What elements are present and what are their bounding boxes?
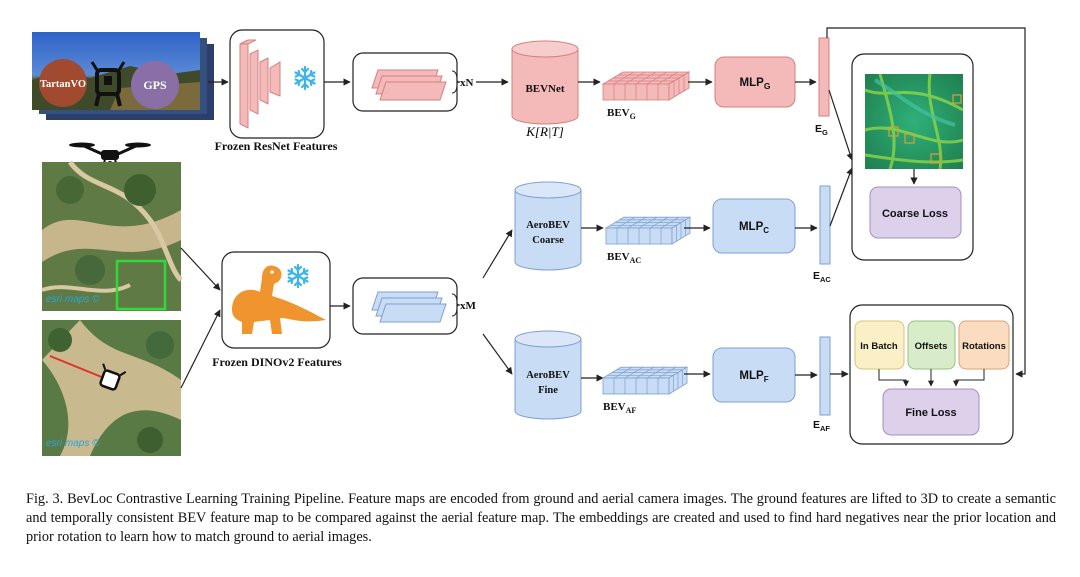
mlp-c-label: MLPC (739, 221, 769, 235)
bev-ac-label: BEVAC (607, 251, 641, 265)
bev-ac-grid (604, 216, 692, 245)
resnet-layers-icon (239, 39, 281, 129)
rotations-label: Rotations (962, 341, 1006, 352)
repeat-m-label: xM (460, 300, 477, 312)
e-af-label: EAF (813, 419, 830, 433)
figure-caption: Fig. 3. BevLoc Contrastive Learning Trai… (26, 491, 1056, 545)
fine-loss-box (882, 388, 980, 436)
tartanvo-badge (39, 59, 87, 107)
gps-label: GPS (143, 78, 167, 92)
coarse-loss-label: Coarse Loss (882, 208, 948, 220)
robot-icon (90, 61, 126, 107)
dinosaur-icon (232, 265, 326, 334)
tartanvo-label: TartanVO (40, 79, 86, 90)
aerobev-coarse-label-1: AeroBEV (526, 220, 570, 231)
e-ac-vector (819, 185, 831, 265)
coarse-loss-box (869, 186, 962, 239)
aerial-map-image (41, 160, 183, 311)
in-batch-label: In Batch (860, 341, 898, 352)
bev-g-grid (601, 71, 691, 101)
ground-feature-maps (371, 69, 447, 101)
e-g-label: EG (815, 123, 828, 137)
robot-heading-icon (99, 363, 127, 391)
heatmap-image (864, 73, 964, 170)
e-ac-label: EAC (813, 270, 831, 284)
pipeline-diagram: TartanVO GPS Frozen ResNet Features xN B… (32, 27, 1026, 456)
offsets-label: Offsets (915, 341, 948, 352)
bevnet-cylinder (511, 40, 579, 125)
map-watermark-2: esri maps © (46, 438, 100, 449)
aerobev-fine-label-1: AeroBEV (526, 370, 570, 381)
aerial-feature-maps (371, 291, 447, 323)
bev-af-grid (601, 366, 689, 395)
bev-g-label: BEVG (607, 107, 636, 121)
aerobev-coarse-label-2: Coarse (532, 235, 564, 246)
aerobev-coarse-cylinder (514, 181, 582, 271)
mlp-c-box (712, 198, 796, 254)
e-g-vector (818, 37, 830, 117)
aerobev-fine-cylinder (514, 330, 582, 420)
e-af-vector (819, 336, 831, 416)
bevnet-math: K[R|T] (525, 124, 564, 139)
gps-badge (131, 61, 179, 109)
query-box (115, 259, 167, 311)
bev-af-label: BEVAF (603, 401, 636, 415)
frozen-resnet-label: Frozen ResNet Features (215, 139, 338, 153)
aerobev-fine-label-2: Fine (538, 385, 558, 396)
map-watermark-1: esri maps © (46, 294, 100, 305)
fine-loss-label: Fine Loss (905, 407, 956, 419)
frozen-dino-label: Frozen DINOv2 Features (212, 355, 342, 369)
bevnet-label: BEVNet (525, 83, 564, 95)
mlp-f-label: MLPF (739, 370, 768, 384)
mlp-g-label: MLPG (740, 77, 771, 91)
repeat-n-label: xN (460, 77, 474, 89)
